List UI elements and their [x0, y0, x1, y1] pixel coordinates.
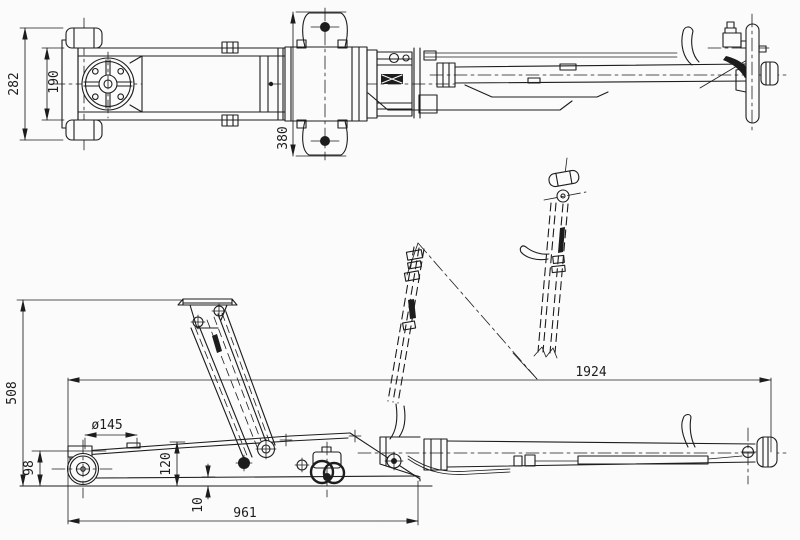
- rear-caster-side-view: [309, 441, 346, 498]
- dim-label-190: 190: [47, 70, 62, 93]
- handle-side-view: [357, 403, 791, 485]
- dim-label-145: ø145: [91, 418, 122, 433]
- dim-label-98: 98: [22, 460, 37, 476]
- handle-raised-position-1: [519, 157, 587, 359]
- release-rod-side: [407, 455, 511, 475]
- handle-clamp: [423, 438, 448, 471]
- dim-label-120: 120: [159, 452, 174, 475]
- dim-label-508: 508: [5, 381, 20, 404]
- rod-sleeve: [577, 455, 709, 465]
- break-line: [533, 346, 558, 359]
- arm-edges: [190, 311, 276, 460]
- handle-yoke-edge-2: [367, 92, 573, 111]
- release-lever-side-view: [681, 414, 696, 448]
- saddle-side-view: [177, 298, 238, 306]
- handle-raised-position-2: [387, 242, 538, 404]
- dim-label-282: 282: [7, 72, 22, 95]
- dimension-145: ø145: [84, 418, 138, 450]
- handle-yoke-edge-1: [464, 84, 609, 98]
- handle-shaft-dashed-1: [537, 202, 569, 354]
- lift-arm-side-view: [177, 298, 310, 473]
- pump-body: [376, 51, 413, 117]
- dim-label-1924: 1924: [575, 365, 606, 380]
- front-wheel-side-view: [51, 439, 113, 499]
- top-view: 282 190 380: [7, 7, 789, 161]
- chassis-rear-edge: [349, 432, 421, 482]
- release-rod: [424, 52, 678, 58]
- handle-collar: [436, 62, 456, 88]
- arm-hidden-lines: [194, 312, 272, 459]
- handle-top-view: [367, 26, 751, 111]
- rear-frame-top-view: [277, 7, 368, 161]
- handle-end-knob: [756, 436, 778, 468]
- dimension-961: 961: [67, 480, 419, 526]
- frame-box: [284, 46, 368, 122]
- valve-port: [388, 52, 400, 64]
- arm-plate: [141, 55, 269, 113]
- dim-label-961: 961: [233, 506, 256, 521]
- lift-arm-top-view: [129, 41, 274, 127]
- dimension-190: 190: [41, 47, 65, 121]
- projection-line-solid: [512, 352, 538, 380]
- handle-tube-side: [446, 440, 756, 468]
- dim-label-10: 10: [191, 497, 206, 513]
- tee-crossbar: [745, 23, 760, 124]
- handle-tube: [454, 63, 751, 84]
- dimension-282: 282: [7, 27, 64, 141]
- projection-line-dashdot: [417, 242, 538, 380]
- grease-fitting: [726, 21, 735, 29]
- saddle-top-view: [81, 51, 135, 119]
- chassis-side-view: [69, 429, 421, 482]
- tee-grip-end-view: [548, 169, 580, 188]
- tee-handle-top-view: [699, 13, 779, 134]
- dimension-508: 508: [5, 299, 182, 487]
- dimension-120: 120: [159, 441, 186, 487]
- hinge-bolt-top: [221, 41, 239, 54]
- hydraulic-pump-top-view: [366, 47, 438, 119]
- front-wheel-bottom: [65, 119, 103, 141]
- dimension-10: 10: [191, 463, 216, 513]
- yoke-curve: [389, 403, 406, 440]
- dimension-98: 98: [22, 450, 107, 487]
- dim-label-380: 380: [276, 126, 291, 149]
- release-lever-top-view: [681, 26, 700, 66]
- side-view: 1924 961 508 98 ø145 120: [5, 157, 791, 526]
- caster-wheel: [309, 459, 335, 485]
- handle-socket: [379, 436, 421, 478]
- release-lever-raised-1: [519, 245, 550, 261]
- chassis-bottom-edge: [95, 475, 419, 479]
- chassis-top-edge: [69, 432, 351, 463]
- hinge-bolt-bottom: [221, 114, 239, 127]
- dimension-380: 380: [276, 11, 347, 157]
- front-wheel-top: [65, 27, 103, 49]
